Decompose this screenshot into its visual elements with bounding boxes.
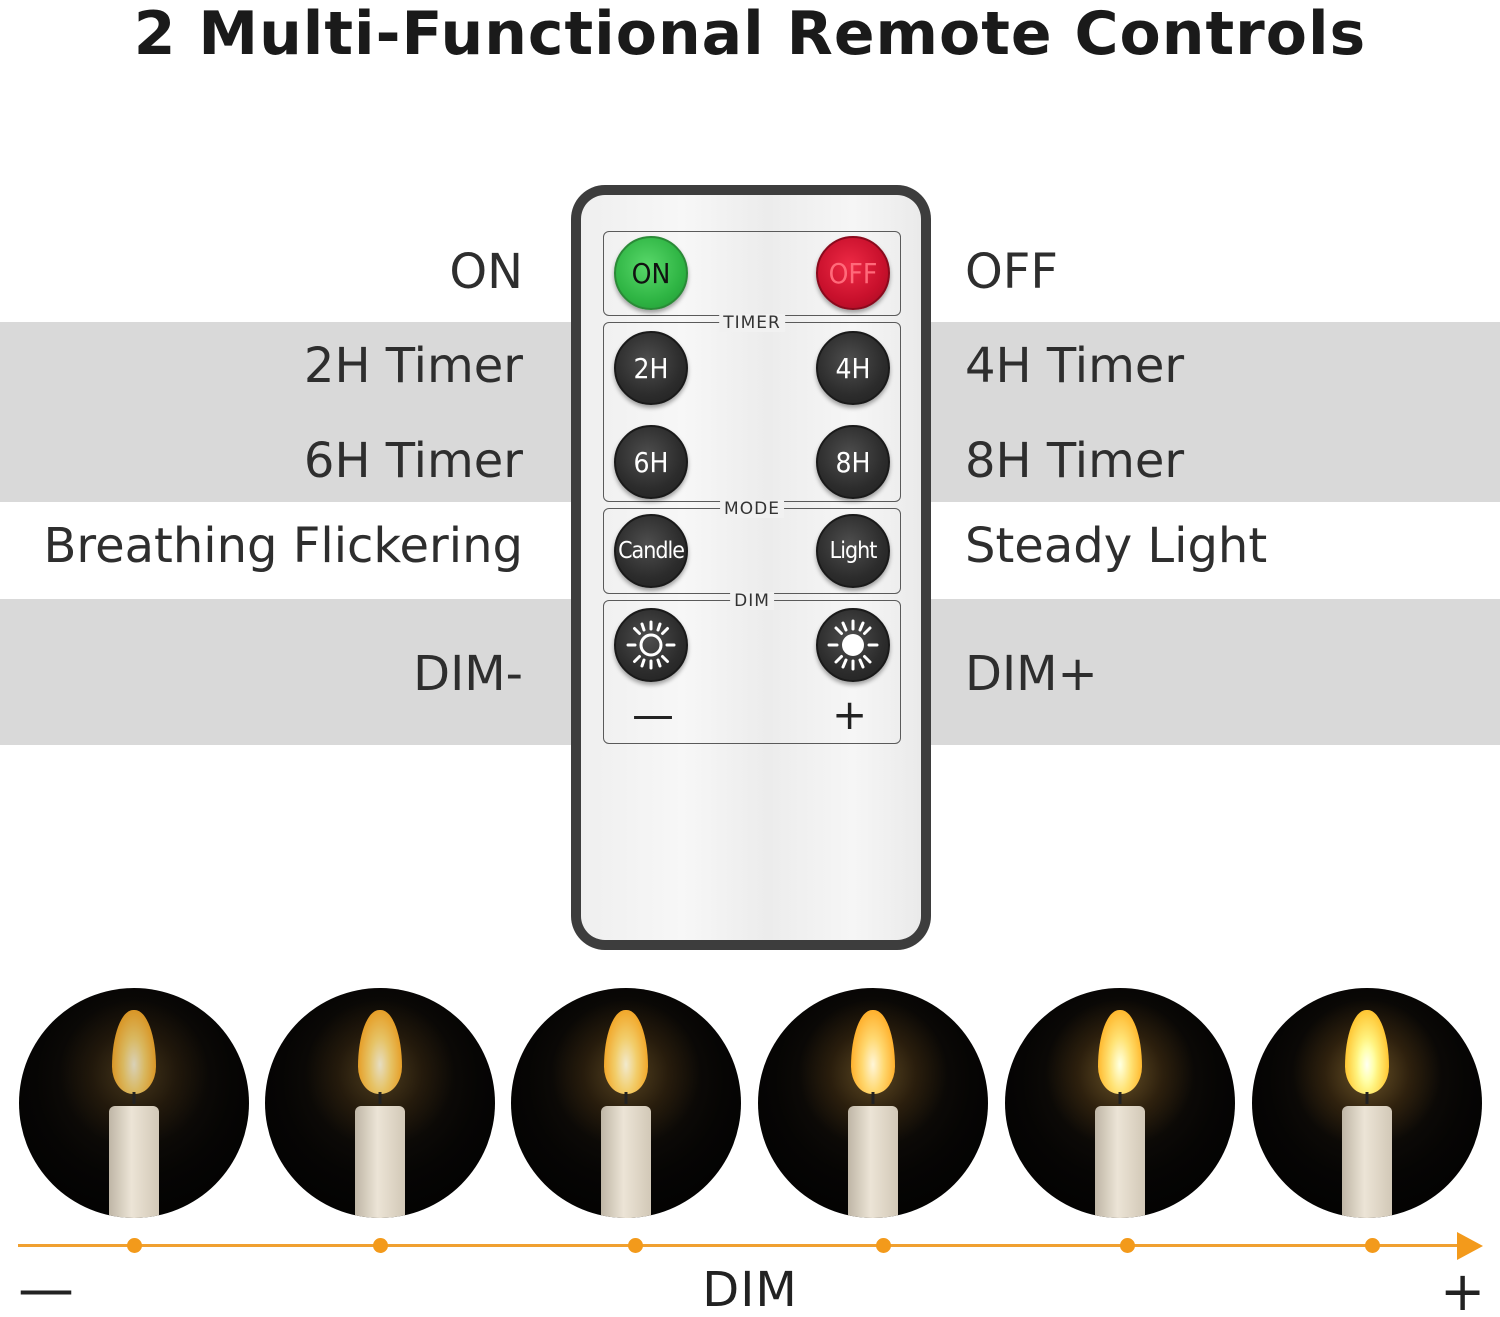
scale-dot [373,1238,388,1253]
timer-panel: TIMER 2H 4H 6H 8H [603,314,901,502]
on-button[interactable]: ON [614,236,688,310]
sun-dim-icon [626,620,676,670]
flame-icon [1345,1010,1389,1094]
candle-stick [109,1106,159,1218]
label-dim-minus: DIM- [413,646,523,702]
remote-control: ON OFF TIMER 2H 4H 6H 8H MODE Candle Lig… [571,185,931,950]
scale-min-sign: — [18,1257,74,1317]
dim-minus-sign: — [632,690,674,739]
flame-icon [1098,1010,1142,1094]
candle-level-2 [265,988,495,1218]
dim-panel: DIM [603,592,901,744]
scale-max-sign: + [1440,1260,1486,1317]
light-mode-button[interactable]: Light [816,514,890,588]
timer-tag: TIMER [719,314,785,332]
off-button[interactable]: OFF [816,236,890,310]
mode-panel: MODE Candle Light [603,500,901,594]
label-breathing-flickering: Breathing Flickering [43,518,523,574]
label-on: ON [449,244,523,300]
candle-stick [355,1106,405,1218]
dim-scale-line [18,1244,1463,1247]
sun-bright-icon [827,619,879,671]
dim-plus-button[interactable] [816,608,890,682]
arrow-right-icon [1457,1232,1483,1260]
candle-wick [378,1092,382,1104]
dim-plus-sign: + [832,690,868,739]
label-2h-timer: 2H Timer [303,338,523,394]
timer-4h-button[interactable]: 4H [816,331,890,405]
candle-wick [624,1092,628,1104]
label-6h-timer: 6H Timer [303,433,523,489]
scale-dot [876,1238,891,1253]
label-steady-light: Steady Light [965,518,1268,574]
timer-2h-button[interactable]: 2H [614,331,688,405]
scale-dim-label: DIM [702,1262,798,1317]
candle-wick [132,1092,136,1104]
candle-level-5 [1005,988,1235,1218]
timer-8h-button[interactable]: 8H [816,425,890,499]
candle-wick [1365,1092,1369,1104]
scale-dot [1365,1238,1380,1253]
flame-icon [851,1010,895,1094]
candle-mode-button[interactable]: Candle [614,514,688,588]
candle-stick [848,1106,898,1218]
dim-minus-button[interactable] [614,608,688,682]
flame-icon [358,1010,402,1094]
dim-tag: DIM [730,592,774,610]
candle-wick [1118,1092,1122,1104]
scale-dot [628,1238,643,1253]
label-off: OFF [965,244,1058,300]
candle-level-1 [19,988,249,1218]
timer-6h-button[interactable]: 6H [614,425,688,499]
label-4h-timer: 4H Timer [965,338,1185,394]
candle-level-4 [758,988,988,1218]
flame-icon [112,1010,156,1094]
mode-tag: MODE [720,500,784,518]
candle-level-6 [1252,988,1482,1218]
label-8h-timer: 8H Timer [965,433,1185,489]
candle-stick [1342,1106,1392,1218]
candle-stick [601,1106,651,1218]
page-title: 2 Multi-Functional Remote Controls [133,0,1367,69]
candle-wick [871,1092,875,1104]
flame-icon [604,1010,648,1094]
onoff-panel: ON OFF [603,231,901,316]
scale-dot [127,1238,142,1253]
candle-stick [1095,1106,1145,1218]
candle-level-3 [511,988,741,1218]
scale-dot [1120,1238,1135,1253]
remote-face: ON OFF TIMER 2H 4H 6H 8H MODE Candle Lig… [581,195,921,940]
label-dim-plus: DIM+ [965,646,1098,702]
